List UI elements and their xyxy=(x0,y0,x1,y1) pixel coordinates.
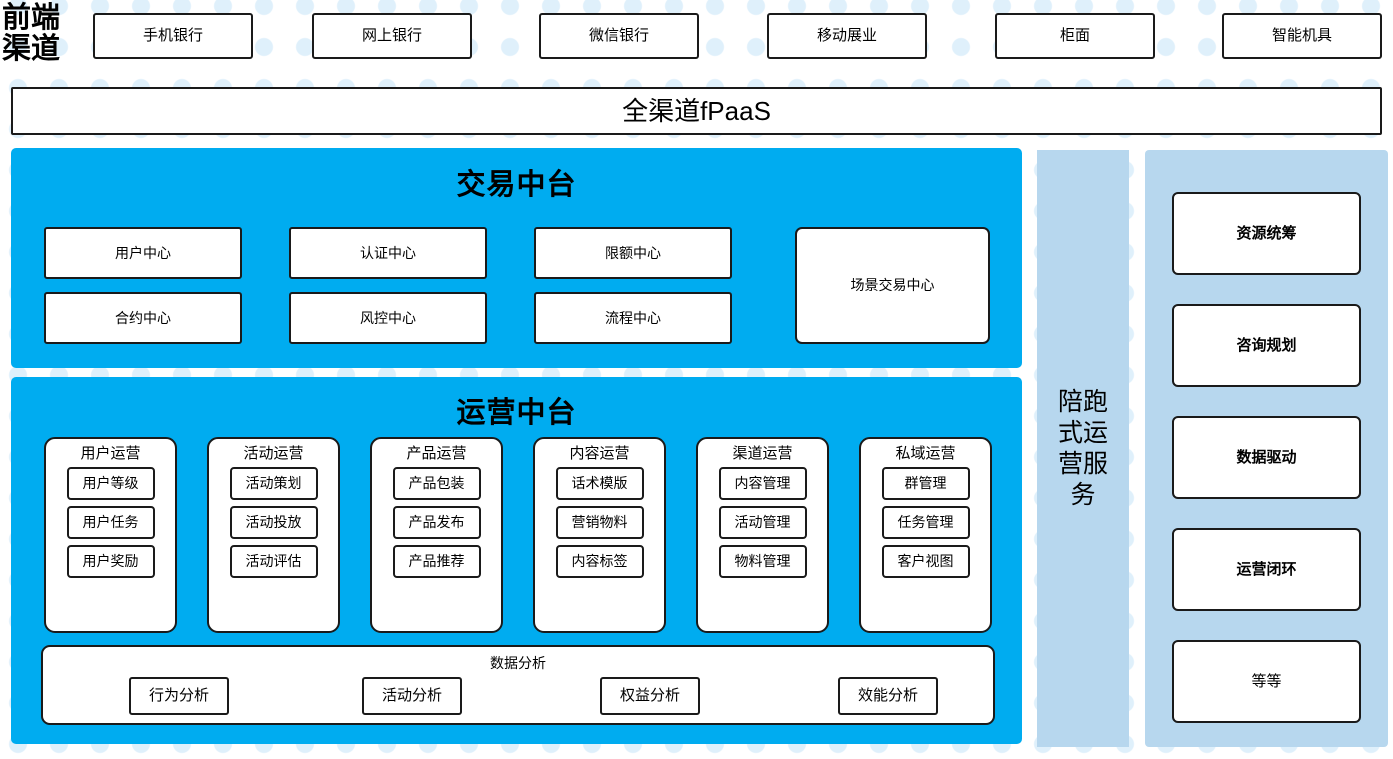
da-item-behavior-analysis[interactable]: 行为分析 xyxy=(129,677,229,715)
op-column-title: 私域运营 xyxy=(895,445,956,462)
op-item-product-packaging[interactable]: 产品包装 xyxy=(392,467,481,500)
channel-box-mobile-bank[interactable]: 手机银行 xyxy=(93,13,253,59)
op-item-customer-view[interactable]: 客户视图 xyxy=(881,545,970,578)
op-column-title: 用户运营 xyxy=(80,445,141,462)
op-column-content-operation[interactable]: 内容运营 话术模版 营销物料 内容标签 xyxy=(533,437,666,633)
operation-center-title: 运营中台 xyxy=(456,397,577,429)
cap-item-consulting-planning[interactable]: 咨询规划 xyxy=(1172,304,1361,387)
trade-box-risk-center[interactable]: 风控中心 xyxy=(289,292,487,344)
op-item-campaign-delivery[interactable]: 活动投放 xyxy=(229,506,318,539)
trade-box-process-center[interactable]: 流程中心 xyxy=(534,292,732,344)
accompanying-operation-service-rail: 陪跑 式运 营服 务 xyxy=(1037,150,1129,747)
trade-box-auth-center[interactable]: 认证中心 xyxy=(289,227,487,279)
op-column-title: 渠道运营 xyxy=(732,445,793,462)
op-column-user-operation[interactable]: 用户运营 用户等级 用户任务 用户奖励 xyxy=(44,437,177,633)
trade-box-contract-center[interactable]: 合约中心 xyxy=(44,292,242,344)
trade-center-title: 交易中台 xyxy=(456,169,577,201)
op-item-user-reward[interactable]: 用户奖励 xyxy=(66,545,155,578)
op-column-title: 产品运营 xyxy=(406,445,467,462)
op-item-material-management[interactable]: 物料管理 xyxy=(718,545,807,578)
channel-label-line2: 渠道 xyxy=(2,33,61,66)
op-column-private-domain-operation[interactable]: 私域运营 群管理 任务管理 客户视图 xyxy=(859,437,992,633)
op-item-campaign-planning[interactable]: 活动策划 xyxy=(229,467,318,500)
channel-box-mobile-field[interactable]: 移动展业 xyxy=(767,13,927,59)
op-item-content-management[interactable]: 内容管理 xyxy=(718,467,807,500)
da-item-benefit-analysis[interactable]: 权益分析 xyxy=(600,677,700,715)
trade-box-user-center[interactable]: 用户中心 xyxy=(44,227,242,279)
op-item-campaign-management[interactable]: 活动管理 xyxy=(718,506,807,539)
op-item-user-level[interactable]: 用户等级 xyxy=(66,467,155,500)
op-column-title: 活动运营 xyxy=(243,445,304,462)
op-item-product-recommendation[interactable]: 产品推荐 xyxy=(392,545,481,578)
op-column-product-operation[interactable]: 产品运营 产品包装 产品发布 产品推荐 xyxy=(370,437,503,633)
channel-box-smart-device[interactable]: 智能机具 xyxy=(1222,13,1382,59)
cap-item-resource-coordination[interactable]: 资源统筹 xyxy=(1172,192,1361,275)
service-rail-label: 陪跑 式运 营服 务 xyxy=(1052,387,1114,511)
data-analysis-title: 数据分析 xyxy=(490,655,546,671)
channel-box-online-bank[interactable]: 网上银行 xyxy=(312,13,472,59)
data-analysis-card[interactable]: 数据分析 行为分析 活动分析 权益分析 效能分析 xyxy=(41,645,995,725)
op-item-content-tag[interactable]: 内容标签 xyxy=(555,545,644,578)
cap-item-data-driven[interactable]: 数据驱动 xyxy=(1172,416,1361,499)
op-column-channel-operation[interactable]: 渠道运营 内容管理 活动管理 物料管理 xyxy=(696,437,829,633)
service-rail-line-1: 陪跑 xyxy=(1057,387,1108,416)
op-item-marketing-material[interactable]: 营销物料 xyxy=(555,506,644,539)
trade-box-scene-trade-center[interactable]: 场景交易中心 xyxy=(795,227,990,344)
op-column-title: 内容运营 xyxy=(569,445,630,462)
channel-box-wechat-bank[interactable]: 微信银行 xyxy=(539,13,699,59)
da-item-efficiency-analysis[interactable]: 效能分析 xyxy=(838,677,938,715)
capability-panel: 资源统筹 咨询规划 数据驱动 运营闭环 等等 xyxy=(1145,150,1388,747)
op-item-campaign-evaluation[interactable]: 活动评估 xyxy=(229,545,318,578)
op-item-product-release[interactable]: 产品发布 xyxy=(392,506,481,539)
front-end-channel-label: 前端 渠道 xyxy=(2,2,86,66)
service-rail-line-2: 式运 xyxy=(1057,418,1108,447)
channel-label-line1: 前端 xyxy=(2,2,61,34)
op-item-script-template[interactable]: 话术模版 xyxy=(555,467,644,500)
service-rail-line-4: 务 xyxy=(1070,480,1096,509)
op-item-group-management[interactable]: 群管理 xyxy=(881,467,970,500)
op-item-task-management[interactable]: 任务管理 xyxy=(881,506,970,539)
omnichannel-fpaas-bar[interactable]: 全渠道fPaaS xyxy=(11,87,1382,135)
trade-box-limit-center[interactable]: 限额中心 xyxy=(534,227,732,279)
service-rail-line-3: 营服 xyxy=(1057,449,1108,478)
channel-box-counter[interactable]: 柜面 xyxy=(995,13,1155,59)
op-column-campaign-operation[interactable]: 活动运营 活动策划 活动投放 活动评估 xyxy=(207,437,340,633)
op-item-user-task[interactable]: 用户任务 xyxy=(66,506,155,539)
da-item-campaign-analysis[interactable]: 活动分析 xyxy=(362,677,462,715)
cap-item-etc[interactable]: 等等 xyxy=(1172,640,1361,723)
cap-item-operation-closed-loop[interactable]: 运营闭环 xyxy=(1172,528,1361,611)
